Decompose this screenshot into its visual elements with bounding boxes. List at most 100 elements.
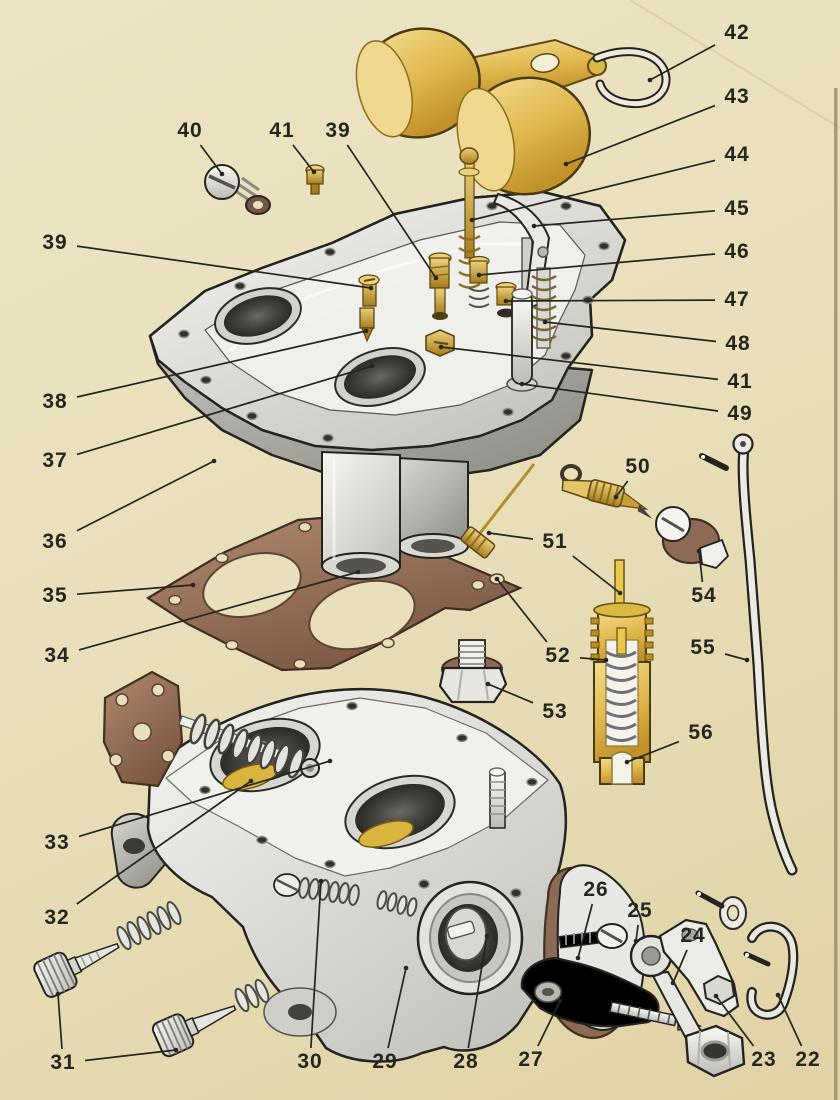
diaphragm-spring: [189, 713, 305, 779]
connecting-link: [746, 921, 799, 1020]
leader-dot-47: [503, 298, 509, 304]
part-label-37: 37: [42, 449, 68, 472]
leader-line-35: [76, 584, 194, 596]
part-label-26: 26: [583, 878, 609, 901]
part-label-32: 32: [44, 906, 70, 929]
leader-line-32: [76, 780, 252, 905]
small-brass-jet: [305, 164, 325, 195]
part-label-29: 29: [372, 1050, 398, 1073]
leader-line-31: [57, 993, 63, 1050]
plug-and-jet: [204, 164, 325, 215]
valve-outlet-slot: [611, 751, 633, 785]
leader-line-45: [533, 209, 716, 227]
leader-dot-31: [55, 991, 61, 997]
page-edge-shadow: [834, 88, 838, 1100]
leader-dot-41a: [311, 169, 317, 175]
part-label-40: 40: [177, 119, 203, 142]
washer: [719, 896, 747, 930]
leader-line-38: [76, 330, 367, 398]
leader-line-22: [777, 994, 803, 1047]
leader-line-53: [487, 683, 534, 704]
part-label-33: 33: [44, 831, 70, 854]
leader-line-27: [537, 1000, 561, 1047]
leader-dot-38: [363, 328, 369, 334]
leader-dot-37: [369, 363, 375, 369]
leader-line-54: [698, 550, 704, 583]
choke-control-rod: [699, 433, 798, 876]
part-label-52: 52: [545, 644, 571, 667]
leader-dot-29: [403, 965, 409, 971]
leader-dot-36: [211, 458, 217, 464]
float-drum-left: [355, 27, 481, 139]
pump-jet: [460, 463, 536, 559]
cover-jets-and-parts: [358, 147, 557, 392]
cotter-pins: [695, 890, 771, 967]
leader-line-31: [84, 1049, 177, 1062]
leader-dot-40: [219, 171, 225, 177]
leader-line-51: [488, 532, 534, 540]
leader-dot-52: [494, 576, 500, 582]
diaphragm-assembly: [102, 670, 320, 788]
leader-dot-22: [775, 992, 781, 998]
pump-piston-tube: [506, 288, 538, 392]
part-label-44: 44: [724, 143, 750, 166]
leader-dot-45: [531, 223, 537, 229]
leader-dot-28: [484, 933, 490, 939]
leader-dot-24: [670, 980, 676, 986]
pump-housing-bore: [416, 880, 524, 996]
retaining-clip: [592, 47, 671, 109]
leader-dot-44: [469, 217, 475, 223]
part-label-34: 34: [44, 644, 70, 667]
part-label-25: 25: [627, 899, 653, 922]
leader-dot-46: [476, 272, 482, 278]
part-label-48: 48: [725, 332, 751, 355]
part-label-38: 38: [42, 390, 68, 413]
leader-line-44: [471, 159, 716, 221]
leader-line-47: [505, 299, 716, 302]
part-label-35: 35: [42, 584, 68, 607]
leader-dot-34: [355, 569, 361, 575]
leader-dot-32: [248, 778, 254, 784]
leader-line-41a: [292, 144, 315, 173]
part-label-30: 30: [297, 1050, 323, 1073]
leader-dot-56: [624, 759, 630, 765]
mixture-screw: [359, 307, 375, 343]
needle-valve: [560, 464, 653, 519]
leader-line-24: [672, 949, 688, 984]
leader-dot-39b: [368, 285, 374, 291]
leader-dot-48: [542, 319, 548, 325]
cover-screw: [558, 923, 628, 949]
cover-stud: [488, 767, 506, 829]
diaphragm-plug: [655, 506, 730, 570]
leader-dot-51: [486, 530, 492, 536]
throttle-plate-secondary: [358, 820, 414, 848]
leader-dot-54: [696, 548, 702, 554]
idle-adjustment-screws: [33, 900, 270, 1058]
leader-line-30: [310, 880, 322, 1049]
leader-line-51: [572, 555, 621, 594]
leader-line-49: [521, 383, 719, 412]
leader-dot-31: [173, 1047, 179, 1053]
part-label-22: 22: [795, 1048, 821, 1071]
leader-dot-41b: [438, 344, 444, 350]
leader-dot-26: [575, 955, 581, 961]
part-label-54: 54: [691, 584, 717, 607]
leader-line-40: [199, 144, 223, 175]
leader-dot-43: [563, 161, 569, 167]
part-label-23: 23: [751, 1048, 777, 1071]
leader-line-36: [76, 460, 215, 532]
float-assembly: [355, 27, 607, 196]
leader-line-25: [635, 924, 639, 942]
lever-nut: [702, 974, 736, 1006]
leader-dot-55: [744, 657, 750, 663]
leader-line-41b: [440, 346, 719, 381]
part-label-36: 36: [42, 530, 68, 553]
leader-dot-52: [603, 657, 609, 663]
pump-drive-rod: [458, 147, 481, 289]
part-label-46: 46: [724, 240, 750, 263]
leader-dot-33: [327, 758, 333, 764]
leader-dot-27: [557, 998, 563, 1004]
leader-line-34: [78, 571, 359, 651]
leader-dot-25: [633, 938, 639, 944]
part-label-50: 50: [625, 455, 651, 478]
